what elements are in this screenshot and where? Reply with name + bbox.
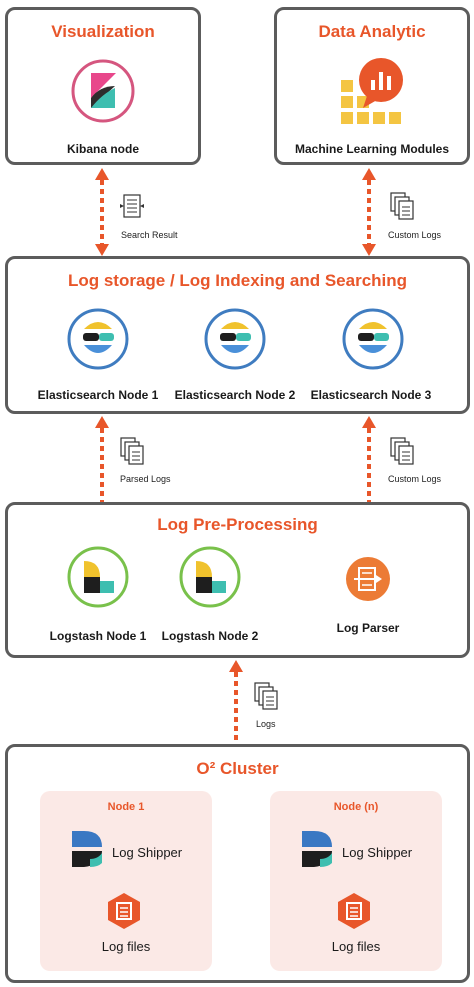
node-n-title: Node (n)	[333, 801, 379, 813]
elasticsearch-node-3-label: Elasticsearch Node 3	[310, 388, 432, 402]
node-n-shipper-label: Log Shipper	[342, 845, 413, 860]
beats-shipper-icon	[302, 831, 332, 867]
search-result-label: Search Result	[121, 230, 178, 240]
node-1-files-label: Log files	[101, 939, 151, 954]
custom-logs-top-label: Custom Logs	[388, 230, 442, 240]
logstash-icon	[67, 546, 129, 608]
custom-logs-mid-label: Custom Logs	[388, 474, 442, 484]
log-preprocessing-title: Log Pre-Processing	[157, 515, 318, 534]
elasticsearch-node-1-label: Elasticsearch Node 1	[37, 388, 159, 402]
o2-cluster-title: O² Cluster	[196, 759, 279, 778]
node-n-card: Node (n) Log Shipper Log files	[270, 791, 442, 971]
custom-logs-top-doc-icon	[390, 192, 414, 220]
machine-learning-icon	[341, 58, 403, 124]
elasticsearch-icon	[342, 308, 404, 370]
log-storage-box: Log storage / Log Indexing and Searching…	[5, 256, 470, 414]
log-files-icon	[108, 893, 140, 929]
custom-logs-mid-arrow	[362, 416, 376, 502]
logstash-icon	[179, 546, 241, 608]
elasticsearch-icon	[67, 308, 129, 370]
kibana-icon	[71, 59, 135, 123]
data-analytic-box: Data Analytic Machine Learning Modules	[274, 7, 470, 165]
search-result-doc-icon	[120, 194, 144, 218]
log-storage-title: Log storage / Log Indexing and Searching	[67, 271, 408, 290]
logstash-node-1-label: Logstash Node 1	[49, 629, 147, 643]
log-files-icon	[338, 893, 370, 929]
log-parser-label: Log Parser	[336, 621, 400, 635]
log-preprocessing-box: Log Pre-Processing Logstash Node 1 Logst…	[5, 502, 470, 658]
beats-shipper-icon	[72, 831, 102, 867]
o2-cluster-box: O² Cluster Node 1 Log Shipper Log files …	[5, 744, 470, 983]
kibana-node-label: Kibana node	[66, 142, 139, 156]
visualization-box: Visualization Kibana node	[5, 7, 201, 165]
parsed-logs-label: Parsed Logs	[120, 474, 171, 484]
node-n-files-label: Log files	[331, 939, 381, 954]
node-1-shipper-label: Log Shipper	[112, 845, 183, 860]
node-1-card: Node 1 Log Shipper Log files	[40, 791, 212, 971]
custom-logs-top-arrow	[362, 168, 376, 256]
logs-doc-icon	[254, 682, 278, 710]
logs-arrow	[229, 660, 243, 744]
parsed-logs-arrow	[95, 416, 109, 502]
logs-label: Logs	[256, 719, 276, 729]
visualization-title: Visualization	[51, 22, 155, 41]
data-analytic-title: Data Analytic	[318, 22, 426, 41]
parsed-logs-doc-icon	[120, 437, 144, 465]
log-parser-icon	[346, 557, 390, 601]
ml-modules-label: Machine Learning Modules	[294, 142, 450, 156]
search-result-arrow	[95, 168, 109, 256]
custom-logs-mid-doc-icon	[390, 437, 414, 465]
node-1-title: Node 1	[107, 801, 145, 813]
elasticsearch-node-2-label: Elasticsearch Node 2	[174, 388, 296, 402]
logstash-node-2-label: Logstash Node 2	[161, 629, 259, 643]
elasticsearch-icon	[204, 308, 266, 370]
